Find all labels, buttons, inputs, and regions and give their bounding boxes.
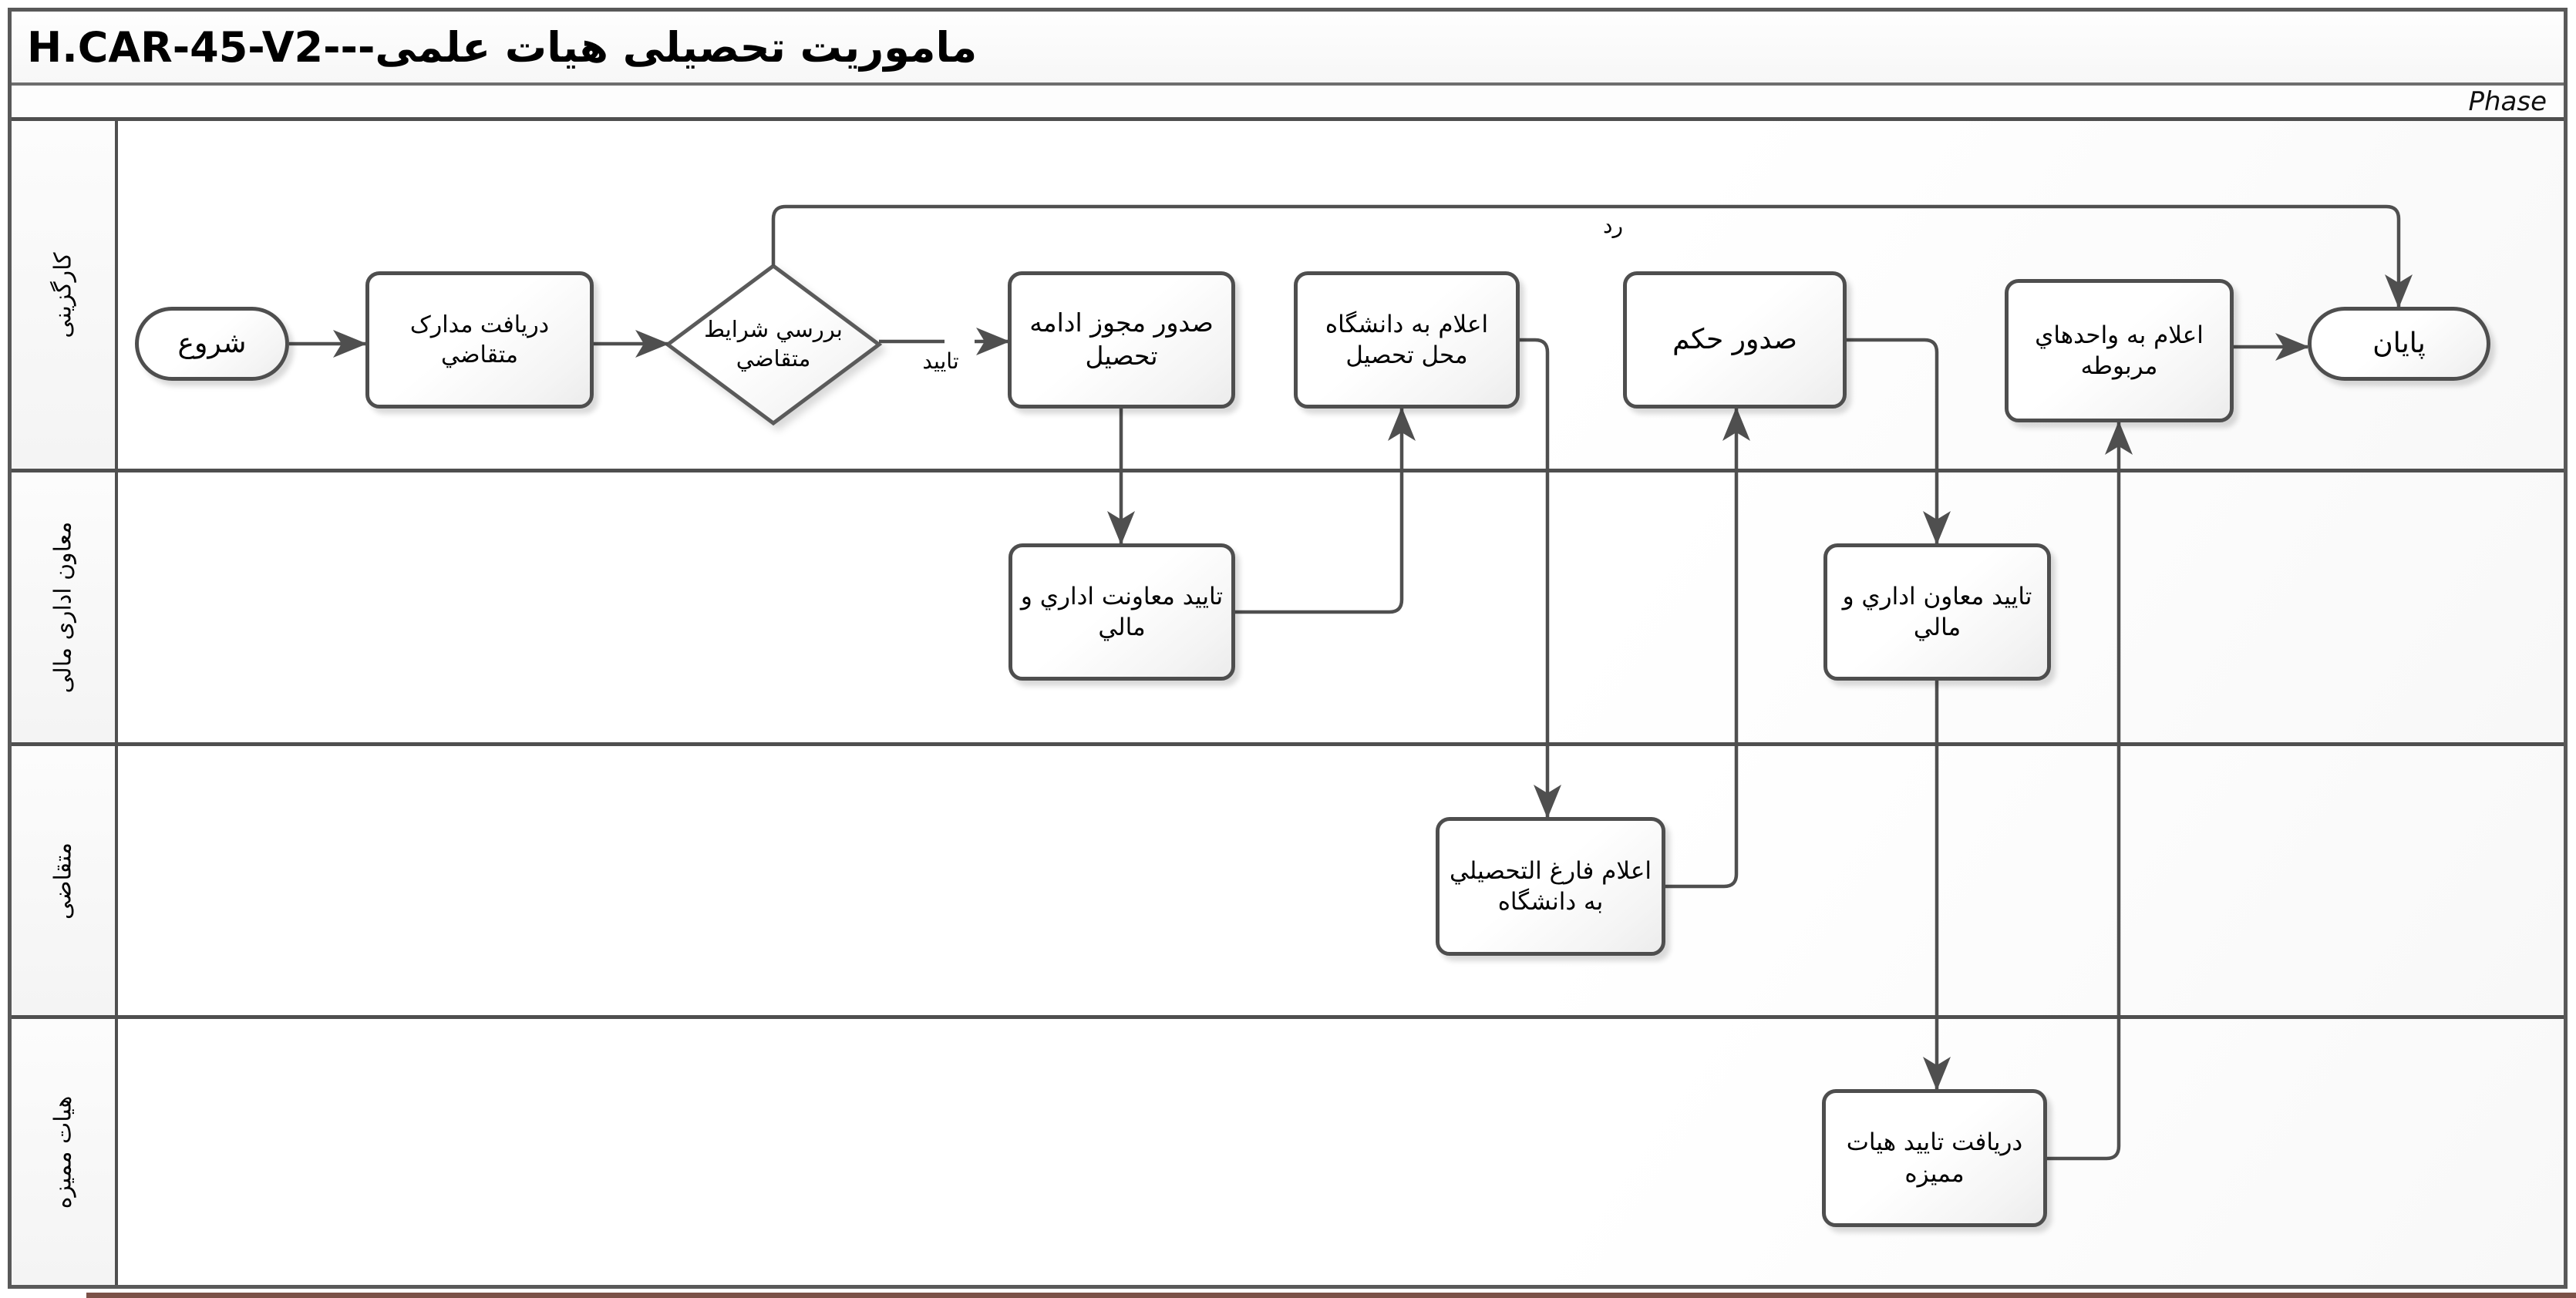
task-receive-audit-confirmation[interactable]: دریافت تایید هیات ممیزه bbox=[1822, 1089, 2047, 1227]
lane-label-text: معاون اداری مالی bbox=[49, 521, 77, 694]
task-receive-documents[interactable]: دریافت مدارک متقاضي bbox=[365, 271, 594, 409]
phase-label: Phase bbox=[2468, 86, 2547, 117]
lane-admin-finance-deputy: معاون اداری مالی bbox=[12, 472, 2564, 746]
task-issue-study-permit[interactable]: صدور مجوز ادامه تحصیل bbox=[1008, 271, 1235, 409]
task-issue-decree[interactable]: صدور حکم bbox=[1623, 271, 1847, 409]
edge-label-approve: تایید bbox=[922, 348, 959, 374]
lane-label-audit-board: هیات ممیزه bbox=[12, 1019, 118, 1285]
lane-label-text: متقاضی bbox=[49, 842, 77, 920]
task-announce-graduation[interactable]: اعلام فارغ التحصیلي به دانشگاه bbox=[1436, 817, 1665, 956]
gateway-review-conditions[interactable]: بررسي شرایط متقاضي bbox=[704, 316, 843, 372]
start-event[interactable]: شروع bbox=[135, 307, 289, 381]
lane-body-audit-board bbox=[118, 1019, 2564, 1285]
task-announce-to-university[interactable]: اعلام به دانشگاه محل تحصیل bbox=[1294, 271, 1520, 409]
task-deputy-office-approval[interactable]: تایید معاونت اداري و مالي bbox=[1009, 543, 1235, 681]
lane-label-text: هیات ممیزه bbox=[49, 1095, 77, 1209]
edge-label-reject: رد bbox=[1603, 213, 1623, 238]
title-band: ماموریت تحصیلی هیات علمی---H.CAR-45-V2 bbox=[12, 12, 2564, 86]
lane-audit-board: هیات ممیزه bbox=[12, 1019, 2564, 1285]
lane-applicant: متقاضی bbox=[12, 746, 2564, 1019]
lane-label-text: کارگزینی bbox=[49, 251, 77, 338]
lane-body-applicant bbox=[118, 746, 2564, 1015]
task-announce-to-units[interactable]: اعلام به واحدهاي مربوطه bbox=[2005, 279, 2234, 422]
end-event[interactable]: پایان bbox=[2308, 307, 2490, 381]
phase-band: Phase bbox=[12, 86, 2564, 121]
lane-body-admin-finance-deputy bbox=[118, 472, 2564, 742]
diagram-frame: ماموریت تحصیلی هیات علمی---H.CAR-45-V2 P… bbox=[8, 8, 2568, 1289]
page-title: ماموریت تحصیلی هیات علمی---H.CAR-45-V2 bbox=[27, 22, 978, 72]
task-deputy-approval[interactable]: تایید معاون اداري و مالي bbox=[1823, 543, 2051, 681]
lane-label-applicant: متقاضی bbox=[12, 746, 118, 1015]
bottom-edge-strip bbox=[86, 1293, 2576, 1298]
lane-label-personnel: کارگزینی bbox=[12, 121, 118, 469]
lane-label-admin-finance-deputy: معاون اداری مالی bbox=[12, 472, 118, 742]
